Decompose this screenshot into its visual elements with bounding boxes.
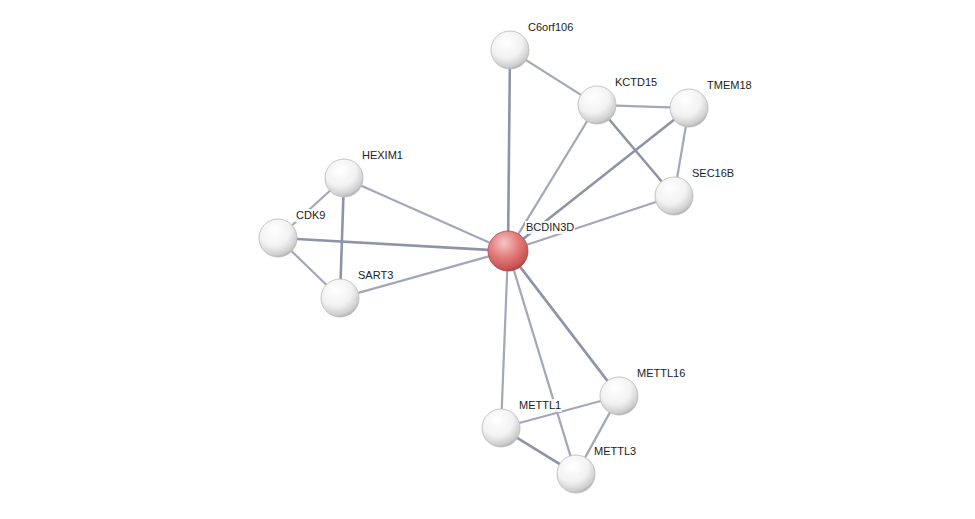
node-circle: [325, 159, 363, 197]
node-sphere: [598, 375, 640, 417]
node-sphere: [257, 217, 299, 259]
interaction-edge: [502, 271, 507, 409]
node-circle: [578, 86, 616, 124]
protein-node: C6orf106: [491, 19, 575, 69]
interaction-edge: [341, 197, 344, 279]
node-label: METTL3: [593, 445, 637, 458]
protein-node: CDK9: [259, 207, 327, 257]
node-label: KCTD15: [614, 76, 658, 89]
interaction-edge: [292, 191, 330, 225]
node-circle: [321, 279, 359, 317]
node-sphere: [653, 175, 695, 217]
protein-node: TMEM18: [670, 77, 753, 127]
protein-node: BCDIN3D: [488, 219, 576, 271]
node-circle: [259, 219, 297, 257]
interaction-edge: [292, 251, 327, 285]
node-circle: [482, 409, 520, 447]
interaction-edge: [517, 438, 560, 464]
interaction-edge: [508, 69, 510, 231]
node-circle: [557, 455, 595, 493]
protein-node: METTL16: [600, 365, 687, 415]
protein-node: HEXIM1: [325, 147, 404, 197]
node-circle: [491, 31, 529, 69]
node-sphere: [486, 229, 530, 273]
node-sphere: [668, 87, 710, 129]
protein-node: SART3: [321, 267, 395, 317]
node-label: BCDIN3D: [525, 221, 575, 234]
node-sphere: [555, 453, 597, 495]
interaction-edge: [297, 239, 488, 250]
node-label: SART3: [357, 269, 394, 282]
node-sphere: [576, 84, 618, 126]
node-label: HEXIM1: [361, 149, 404, 162]
node-label: C6orf106: [527, 21, 574, 34]
node-label: TMEM18: [706, 79, 753, 92]
node-label: METTL1: [518, 399, 562, 412]
node-circle: [488, 231, 528, 271]
protein-node: KCTD15: [578, 74, 659, 124]
node-label: METTL16: [636, 367, 686, 380]
interaction-edge: [514, 270, 571, 456]
node-circle: [600, 377, 638, 415]
protein-node: METTL1: [482, 397, 563, 447]
node-label: CDK9: [295, 209, 326, 222]
edges: [292, 60, 686, 464]
node-circle: [670, 89, 708, 127]
node-circle: [655, 177, 693, 215]
interaction-edge: [677, 127, 686, 178]
protein-node: SEC16B: [655, 165, 736, 215]
node-sphere: [323, 157, 365, 199]
node-sphere: [480, 407, 522, 449]
node-sphere: [489, 29, 531, 71]
interaction-edge: [520, 267, 607, 381]
interaction-edge: [361, 186, 489, 243]
interaction-edge: [616, 106, 670, 108]
protein-node: METTL3: [557, 443, 638, 493]
interaction-edge: [526, 60, 581, 95]
node-label: SEC16B: [691, 167, 735, 180]
node-sphere: [319, 277, 361, 319]
